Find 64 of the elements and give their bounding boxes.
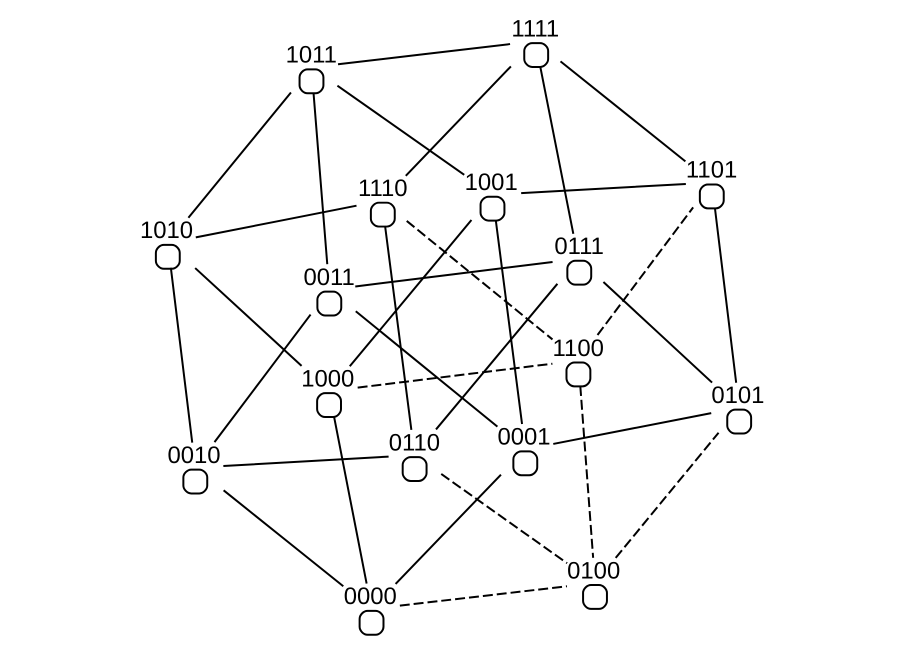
node-circle bbox=[479, 196, 505, 222]
connector bbox=[552, 412, 711, 445]
connector bbox=[494, 220, 523, 424]
connector bbox=[348, 219, 472, 367]
node-circle bbox=[182, 468, 208, 494]
connector bbox=[713, 207, 737, 383]
node-circle bbox=[298, 68, 324, 94]
node-circle bbox=[726, 408, 752, 434]
connector bbox=[602, 281, 712, 384]
node-label: 0001 bbox=[496, 424, 550, 451]
connector bbox=[312, 92, 328, 264]
connector bbox=[169, 268, 193, 443]
connector bbox=[332, 416, 368, 584]
node-circle bbox=[316, 392, 342, 418]
node-circle bbox=[698, 184, 724, 210]
node-circle bbox=[369, 202, 396, 228]
connector bbox=[357, 362, 552, 389]
connector bbox=[187, 92, 292, 218]
node-circle bbox=[566, 260, 592, 286]
connector bbox=[520, 182, 686, 194]
node-label: 1111 bbox=[510, 15, 559, 42]
connector bbox=[404, 66, 512, 176]
node-label: 1010 bbox=[139, 217, 193, 244]
node-label: 0111 bbox=[554, 232, 604, 260]
node-label: 1110 bbox=[357, 174, 407, 202]
connector bbox=[559, 60, 686, 162]
connector bbox=[538, 66, 574, 234]
node-label: 0010 bbox=[166, 442, 220, 469]
connector bbox=[354, 260, 552, 288]
node-circle bbox=[358, 610, 384, 636]
node-circle bbox=[565, 362, 591, 388]
connector bbox=[399, 585, 567, 607]
connector bbox=[406, 220, 553, 340]
node-label: 1001 bbox=[464, 168, 518, 196]
connector bbox=[394, 474, 502, 585]
connector bbox=[222, 490, 344, 588]
node-label: 1000 bbox=[300, 365, 354, 392]
connector bbox=[213, 314, 311, 443]
connector bbox=[194, 267, 302, 367]
connector bbox=[578, 386, 594, 558]
connector bbox=[222, 456, 388, 467]
node-circle bbox=[316, 290, 342, 317]
connector bbox=[195, 204, 356, 238]
node-label: 0100 bbox=[566, 557, 620, 584]
connector bbox=[384, 226, 412, 430]
node-circle bbox=[512, 450, 538, 476]
node-circle bbox=[401, 456, 428, 482]
node-circle bbox=[154, 244, 180, 270]
connector bbox=[440, 473, 568, 564]
connector bbox=[614, 432, 719, 559]
node-label: 0110 bbox=[388, 429, 440, 456]
connector bbox=[434, 283, 558, 430]
connector bbox=[354, 310, 498, 428]
connector bbox=[336, 84, 464, 176]
node-label: 1100 bbox=[552, 334, 604, 362]
node-label: 1011 bbox=[285, 42, 336, 69]
node-label: 0101 bbox=[710, 382, 764, 409]
node-circle bbox=[582, 584, 608, 610]
node-circle bbox=[522, 42, 549, 68]
node-label: 0011 bbox=[302, 264, 354, 291]
node-label: 1101 bbox=[685, 156, 737, 184]
node-label: 0000 bbox=[343, 583, 396, 610]
connector bbox=[596, 206, 694, 336]
connector bbox=[337, 43, 510, 66]
